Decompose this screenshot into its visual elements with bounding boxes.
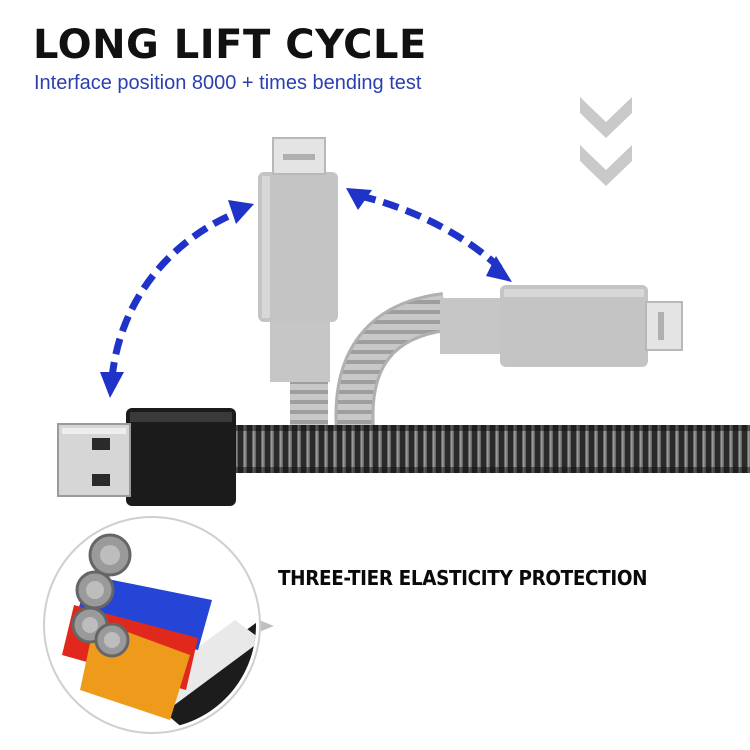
double-chevron-down-icon — [580, 97, 632, 186]
headline: LONG LIFT CYCLE — [33, 22, 427, 68]
cable-cross-section — [43, 516, 261, 734]
metal-cable — [230, 425, 750, 473]
bent-connector — [334, 285, 683, 432]
bending-arrow-icon — [108, 192, 503, 379]
feature-caption: THREE-TIER ELASTICITY PROTECTION — [278, 566, 648, 590]
upright-connector — [258, 137, 338, 440]
subheadline: Interface position 8000 + times bending … — [34, 72, 422, 94]
arrowheads — [100, 188, 512, 398]
usb-a-connector — [57, 408, 236, 506]
